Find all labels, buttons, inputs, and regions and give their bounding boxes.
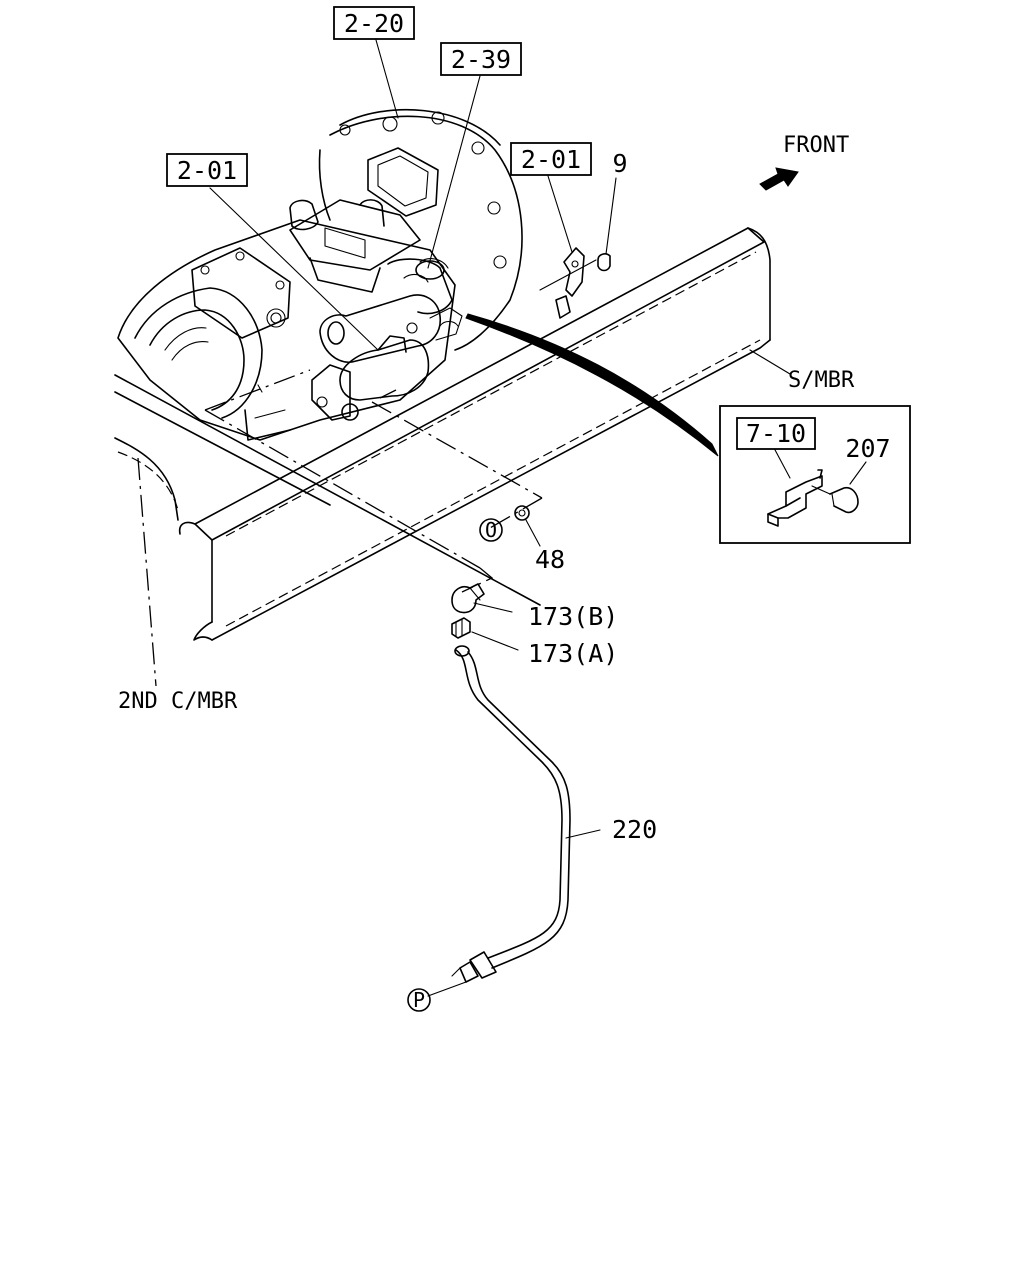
side-member-label: S/MBR — [788, 368, 855, 393]
dash-dot-centerlines — [204, 369, 543, 593]
part-label-9: 9 — [612, 149, 627, 178]
marker-p-letter: P — [413, 988, 425, 1012]
part-label-173a: 173(A) — [528, 639, 618, 668]
clutch-bracket-part — [539, 247, 611, 319]
ref-label-2-20: 2-20 — [344, 9, 404, 38]
front-direction-arrow — [759, 167, 799, 191]
callout-2-20: 2-20 — [333, 6, 415, 119]
transmission-assembly — [117, 108, 523, 441]
bolt-9-leader — [605, 177, 617, 255]
crossmember-leader — [137, 457, 157, 687]
second-crossmember — [114, 374, 541, 606]
crossmember-label: 2ND C/MBR — [118, 689, 238, 714]
part-label-48: 48 — [535, 545, 565, 574]
detail-pointer-wedge — [465, 313, 719, 457]
circled-marker-p: P — [407, 988, 431, 1012]
union-fitting-173a — [451, 617, 519, 651]
front-label: FRONT — [783, 133, 849, 158]
callout-2-39: 2-39 — [427, 42, 522, 269]
elbow-fitting-173b — [451, 583, 513, 614]
side-member-leader — [749, 349, 791, 375]
ref-label-2-01-right: 2-01 — [521, 145, 581, 174]
side-member-frame — [178, 227, 771, 641]
marker-o-letter: O — [485, 518, 497, 542]
ref-label-7-10: 7-10 — [746, 419, 806, 448]
clutch-hose-220 — [427, 645, 601, 997]
part-label-220: 220 — [612, 815, 657, 844]
ref-label-2-01-left: 2-01 — [177, 156, 237, 185]
part-label-207: 207 — [845, 434, 890, 463]
ref-label-2-39: 2-39 — [451, 45, 511, 74]
part-label-173b: 173(B) — [528, 602, 618, 631]
washer-48 — [514, 505, 541, 547]
callout-7-10: 7-10 — [736, 417, 816, 450]
callout-2-01-left: 2-01 — [166, 153, 379, 351]
circled-marker-o: O — [479, 518, 503, 542]
callout-2-01-right: 2-01 — [510, 142, 592, 253]
